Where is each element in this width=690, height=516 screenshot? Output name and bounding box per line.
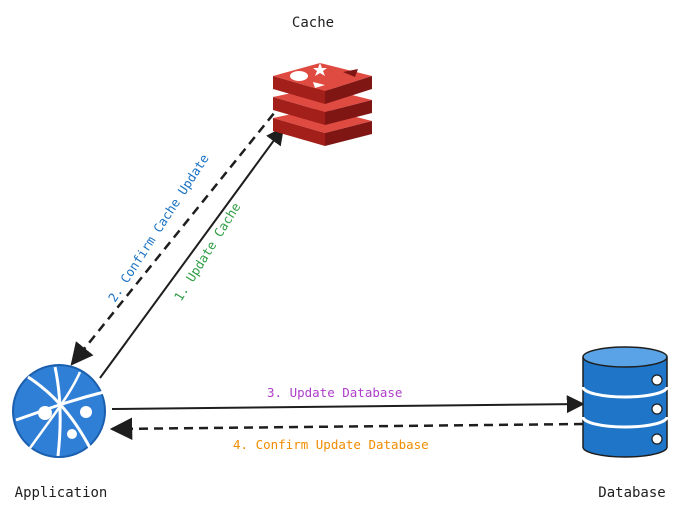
edge-confirm-cache-update (70, 101, 284, 366)
edge-update-cache (99, 126, 285, 379)
cache-label: Cache (292, 15, 334, 31)
redis-cache-icon (273, 63, 372, 146)
edge-label-update-cache: 1. Update Cache (171, 200, 244, 304)
edge-update-database (111, 395, 585, 414)
application-label: Application (15, 485, 108, 501)
database-cylinder-icon (581, 346, 669, 458)
web-app-globe-icon (12, 364, 106, 458)
database-node[interactable]: Database (581, 346, 669, 501)
database-label: Database (598, 485, 665, 501)
edge-label-update-database: 3. Update Database (267, 385, 402, 400)
edge-label-confirm-update-database: 4. Confirm Update Database (233, 437, 429, 452)
edge-confirm-update-database (109, 417, 584, 441)
application-node[interactable]: Application (12, 364, 108, 501)
cache-node[interactable]: Cache (273, 15, 372, 146)
